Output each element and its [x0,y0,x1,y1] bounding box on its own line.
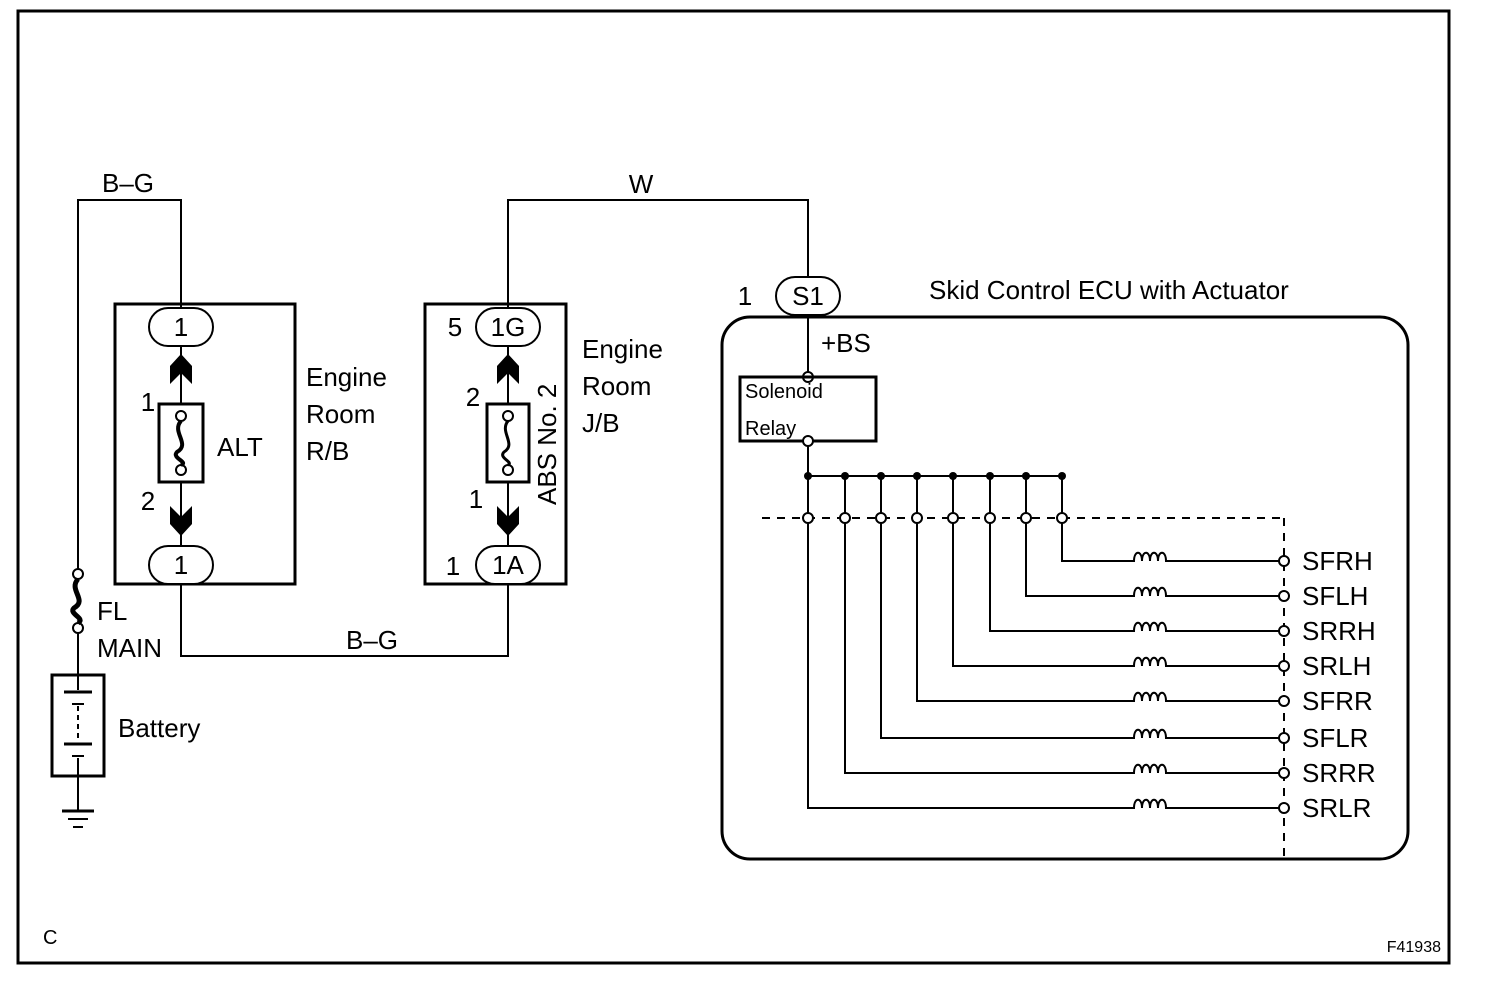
coil-icon [1129,691,1171,702]
engine-room-rb-name: Engine Room R/B [306,362,387,466]
rb-name-line-2: Room [306,399,375,429]
solenoid-label: SRRR [1302,758,1376,788]
connector-s1-pin: 1 [738,281,752,311]
figure-code: F41938 [1387,939,1441,956]
terminal-dot [1278,732,1290,744]
coil-icon [1129,798,1171,809]
wire-label-w: W [629,169,654,199]
terminal-dot [1278,802,1290,814]
solenoid-label: SFLH [1302,581,1368,611]
pin-abs-bottom: 1 [469,484,483,514]
fuse-abs-no2 [485,402,531,484]
rb-name-line-3: R/B [306,436,349,466]
connector-pin [802,512,814,524]
solenoid-label: SFRR [1302,686,1373,716]
relay-line-2: Relay [745,418,796,440]
ecu-title: Skid Control ECU with Actuator [929,275,1289,305]
connector-pin [911,512,923,524]
rb-name-line-1: Engine [306,362,387,392]
engine-room-jb-block: 1G 5 1A 1 2 1 ABS No. 2 [423,302,568,586]
wire-b-g-top: B–G [77,168,182,571]
connector-1g-pin: 5 [448,312,462,342]
solenoid-label: SRLR [1302,793,1371,823]
wire-b-g-bottom: B–G [180,584,509,657]
solenoid-row-sfrh: SFRH [1056,472,1373,576]
connector-pin [839,512,851,524]
coil-icon [1129,763,1171,774]
wire-w-top: W [507,169,809,308]
solenoid-row-sflh: SFLH [1020,472,1368,611]
jb-name-line-1: Engine [582,334,663,364]
jb-name-line-3: J/B [582,408,620,438]
solenoid-row-srlh: SRLH [947,472,1371,681]
coil-icon [1129,551,1171,562]
coil-icon [1129,728,1171,739]
solenoid-rows: SFRH SFLH SRRH SRLH SFRR SFLR SRRR SRLR [802,472,1376,823]
connector-pin [1020,512,1032,524]
page-frame [16,9,1451,965]
connector-s1-label: S1 [792,281,824,311]
terminal-dot [1278,590,1290,602]
battery: Battery [50,673,200,778]
solenoid-row-sfrr: SFRR [911,472,1373,716]
solenoid-row-srrh: SRRH [984,472,1376,646]
relay-line-1: Solenoid [745,381,823,403]
fuse-icon [501,420,511,467]
jb-name-line-2: Room [582,371,651,401]
fuse-icon [70,577,83,626]
solenoid-label: SFLR [1302,723,1368,753]
skid-control-ecu: Skid Control ECU with Actuator S1 1 +BS … [720,275,1410,861]
terminal-bs: +BS [821,328,871,358]
solenoid-label: SRRH [1302,616,1376,646]
connector-pin [984,512,996,524]
coil-icon [1129,656,1171,667]
wire-label-b-g-bottom: B–G [346,625,398,655]
fuse-alt [157,402,205,484]
solenoid-row-srrr: SRRR [839,472,1376,788]
connector-alt-bottom-label: 1 [174,550,188,580]
pin-alt-bottom: 2 [141,486,155,516]
ground-icon [62,776,94,828]
terminal-dot [1278,695,1290,707]
connector-alt-top-label: 1 [174,312,188,342]
wire-label-b-g-top: B–G [102,168,154,198]
pin-alt-top: 1 [141,387,155,417]
fl-main-label-1: FL [97,596,127,626]
corner-code: C [43,927,57,949]
connector-pin [1056,512,1068,524]
battery-label: Battery [118,713,200,743]
fuse-icon [173,419,185,467]
solenoid-row-srlr: SRLR [802,472,1371,823]
connector-1g-label: 1G [491,312,526,342]
solenoid-label: SRLH [1302,651,1371,681]
terminal-dot [1278,555,1290,567]
fl-main-label-2: MAIN [97,633,162,663]
solenoid-label: SFRH [1302,546,1373,576]
connector-pin [947,512,959,524]
terminal-dot [1278,660,1290,672]
fuse-abs-label: ABS No. 2 [532,384,562,505]
connector-1a-pin: 1 [446,551,460,581]
pin-abs-top: 2 [466,382,480,412]
coil-icon [1129,621,1171,632]
solenoid-relay: Solenoid Relay [738,375,878,443]
terminal-dot [1278,767,1290,779]
connector-pin [875,512,887,524]
solenoid-row-sflr: SFLR [875,472,1368,753]
engine-room-rb-block: 1 1 1 2 ALT [113,302,297,586]
coil-icon [1129,586,1171,597]
terminal-dot [1278,625,1290,637]
engine-room-jb-name: Engine Room J/B [582,334,663,438]
connector-1a-label: 1A [492,550,524,580]
fl-main-fuse: FL MAIN [70,568,162,675]
fuse-alt-label: ALT [217,432,263,462]
